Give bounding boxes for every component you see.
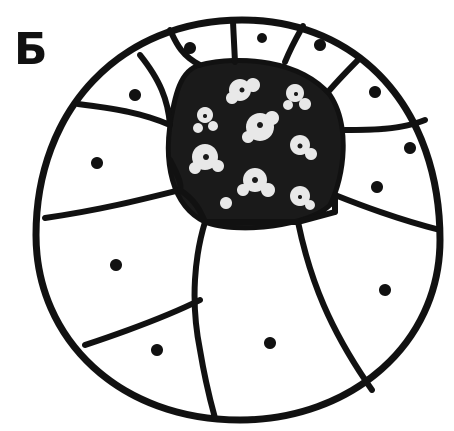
nucleus-upper-left bbox=[129, 89, 141, 101]
nucleus-top-3 bbox=[314, 39, 326, 51]
nucleus-left-middle bbox=[91, 157, 103, 169]
nucleus-top-2 bbox=[257, 33, 267, 43]
panel-label: Б bbox=[14, 28, 48, 72]
nucleus-left-lower bbox=[110, 259, 122, 271]
nucleus-bottom-left bbox=[151, 344, 163, 356]
nucleus-right-lower bbox=[371, 181, 383, 193]
nucleus-bottom-large bbox=[264, 337, 276, 349]
nucleus-top-4 bbox=[369, 86, 381, 98]
nucleus-top-1 bbox=[184, 42, 196, 54]
nucleus-bottom-right bbox=[379, 284, 391, 296]
nucleus-right-middle bbox=[404, 142, 416, 154]
